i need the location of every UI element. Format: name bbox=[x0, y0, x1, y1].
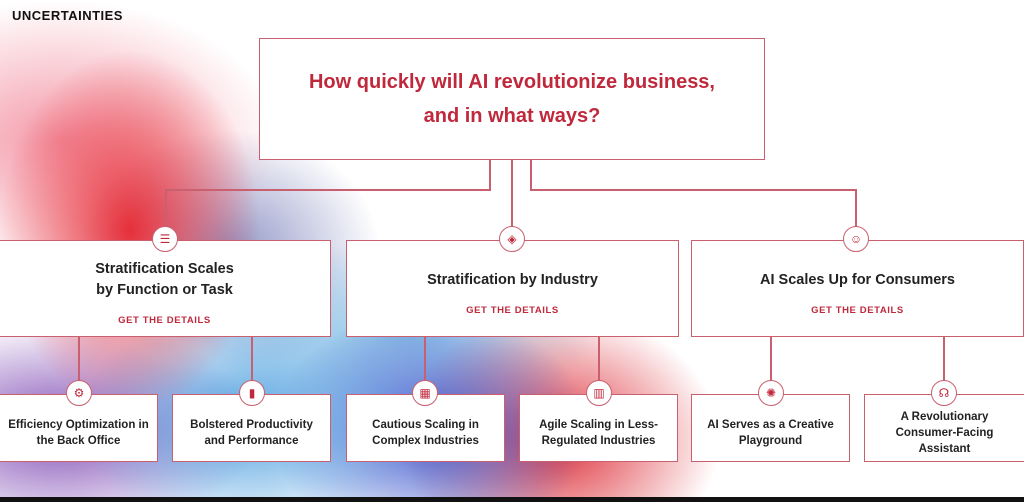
connector bbox=[855, 189, 857, 229]
get-details-link[interactable]: GET THE DETAILS bbox=[811, 304, 904, 316]
bar-chart-icon: ▮ bbox=[239, 380, 265, 406]
connector bbox=[530, 189, 857, 191]
head-idea-icon: ☺ bbox=[843, 226, 869, 252]
get-details-link[interactable]: GET THE DETAILS bbox=[118, 315, 211, 326]
scenario-card-consumers[interactable]: AI Scales Up for Consumers GET THE DETAI… bbox=[691, 240, 1024, 337]
question-line-1: How quickly will AI revolutionize busine… bbox=[308, 71, 715, 93]
outcome-text: Agile Scaling in Less-Regulated Industri… bbox=[539, 419, 658, 447]
connector bbox=[165, 189, 167, 229]
connector bbox=[489, 160, 491, 191]
outcome-text: Bolstered Productivity and Performance bbox=[190, 419, 313, 447]
outcome-text: A Revolutionary Consumer-Facing Assistan… bbox=[895, 411, 994, 455]
scenario-card-industry[interactable]: Stratification by Industry GET THE DETAI… bbox=[346, 240, 679, 337]
gears-cycle-icon: ⚙ bbox=[66, 380, 92, 406]
outcome-text: Cautious Scaling in Complex Industries bbox=[372, 419, 479, 447]
connector bbox=[598, 337, 600, 382]
connector bbox=[424, 337, 426, 382]
outcome-card: Agile Scaling in Less-Regulated Industri… bbox=[519, 394, 678, 462]
headset-icon: ☊ bbox=[931, 380, 957, 406]
connector bbox=[530, 160, 532, 191]
outcome-card: Cautious Scaling in Complex Industries bbox=[346, 394, 505, 462]
outcome-card: Efficiency Optimization in the Back Offi… bbox=[0, 394, 158, 462]
connector bbox=[165, 189, 491, 191]
bottom-bar bbox=[0, 497, 1024, 502]
question-line-2: and in what ways? bbox=[423, 105, 601, 127]
checklist-icon: ☰ bbox=[152, 226, 178, 252]
scenario-card-function[interactable]: Stratification Scales by Function or Tas… bbox=[0, 240, 331, 337]
scenario-title: by Function or Task bbox=[96, 282, 233, 298]
central-question-box: How quickly will AI revolutionize busine… bbox=[259, 38, 765, 160]
get-details-link[interactable]: GET THE DETAILS bbox=[466, 304, 559, 316]
connector bbox=[943, 337, 945, 382]
outcome-text: AI Serves as a Creative Playground bbox=[707, 419, 834, 447]
buildings-icon: ▥ bbox=[586, 380, 612, 406]
connector bbox=[770, 337, 772, 382]
section-label: UNCERTAINTIES bbox=[12, 8, 123, 23]
connector bbox=[251, 337, 253, 382]
scenario-title: Stratification by Industry bbox=[427, 271, 598, 288]
scenario-title: Stratification Scales bbox=[95, 261, 234, 277]
outcome-text: Efficiency Optimization in the Back Offi… bbox=[8, 419, 149, 447]
scenario-title: AI Scales Up for Consumers bbox=[760, 271, 955, 288]
layers-icon: ◈ bbox=[499, 226, 525, 252]
factory-icon: ▦ bbox=[412, 380, 438, 406]
connector bbox=[511, 160, 513, 230]
lightbulb-icon: ✺ bbox=[758, 380, 784, 406]
connector bbox=[78, 337, 80, 382]
